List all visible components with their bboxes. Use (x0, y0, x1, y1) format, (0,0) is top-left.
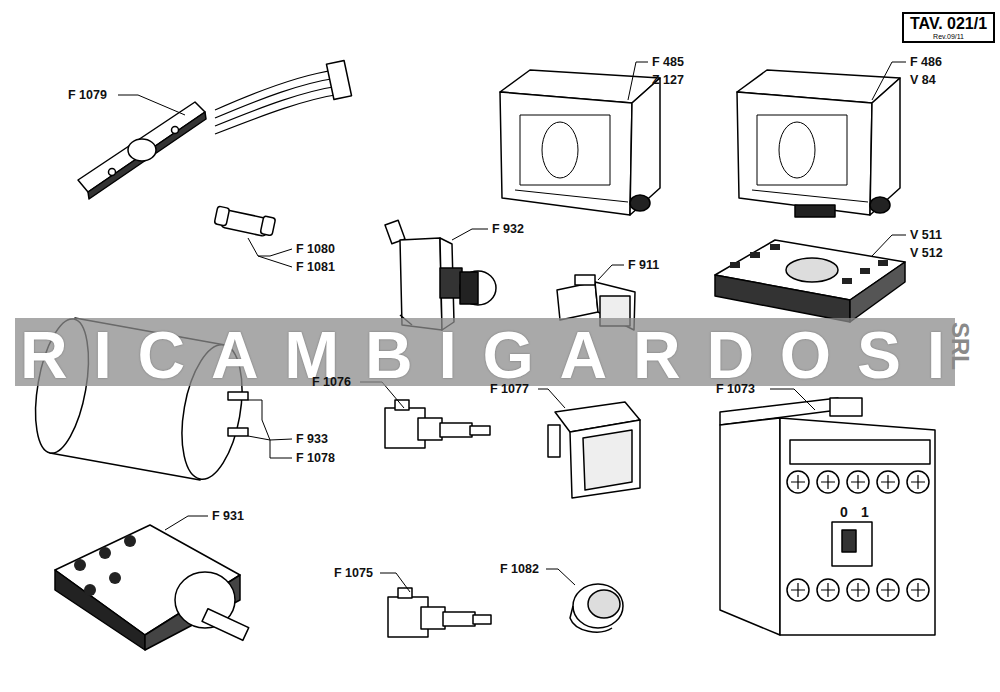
callout-number: F 1080 (296, 243, 335, 256)
callout-number: V 512 (910, 247, 943, 260)
watermark: SRL (948, 322, 972, 370)
callout-number: F 485 (652, 56, 684, 69)
plate-number: TAV. 021/1 (910, 16, 987, 33)
rotary-switch (55, 525, 249, 650)
callout-number: F 911 (628, 259, 659, 272)
relay-socket (715, 240, 905, 322)
plate-box: TAV. 021/1Rev.09/11 (902, 12, 995, 43)
revision-note: Rev.09/11 (910, 33, 987, 40)
contactor (720, 398, 935, 635)
callout-number: F 1077 (490, 383, 529, 396)
knob (570, 584, 623, 632)
switch-position: 0 (840, 505, 848, 519)
sensor-board (78, 61, 352, 199)
callout-number: F 932 (492, 223, 524, 236)
callout-number: V 511 (910, 229, 942, 242)
fuse (214, 206, 275, 237)
callout-number: F 1073 (716, 383, 755, 396)
relay (737, 70, 900, 217)
callout-number: Z 127 (652, 74, 684, 87)
callout-number: F 486 (910, 56, 942, 69)
callout-number: F 1075 (334, 567, 373, 580)
callout-number: V 84 (910, 74, 936, 87)
push-switch (385, 220, 496, 330)
callout-number: F 1081 (296, 261, 335, 274)
potentiometer (385, 400, 490, 448)
switch-position: 1 (861, 505, 869, 519)
potentiometer (388, 588, 491, 637)
callout-number: F 1076 (312, 376, 351, 389)
callout-number: F 931 (212, 510, 244, 523)
watermark: RICAMBIGARDOSI (20, 322, 971, 388)
callout-number: F 1082 (500, 563, 539, 576)
rocker-switch (548, 402, 640, 498)
callout-number: F 1078 (296, 452, 335, 465)
callout-number: F 1079 (68, 89, 107, 102)
callout-number: F 933 (296, 433, 328, 446)
relay (500, 70, 660, 215)
